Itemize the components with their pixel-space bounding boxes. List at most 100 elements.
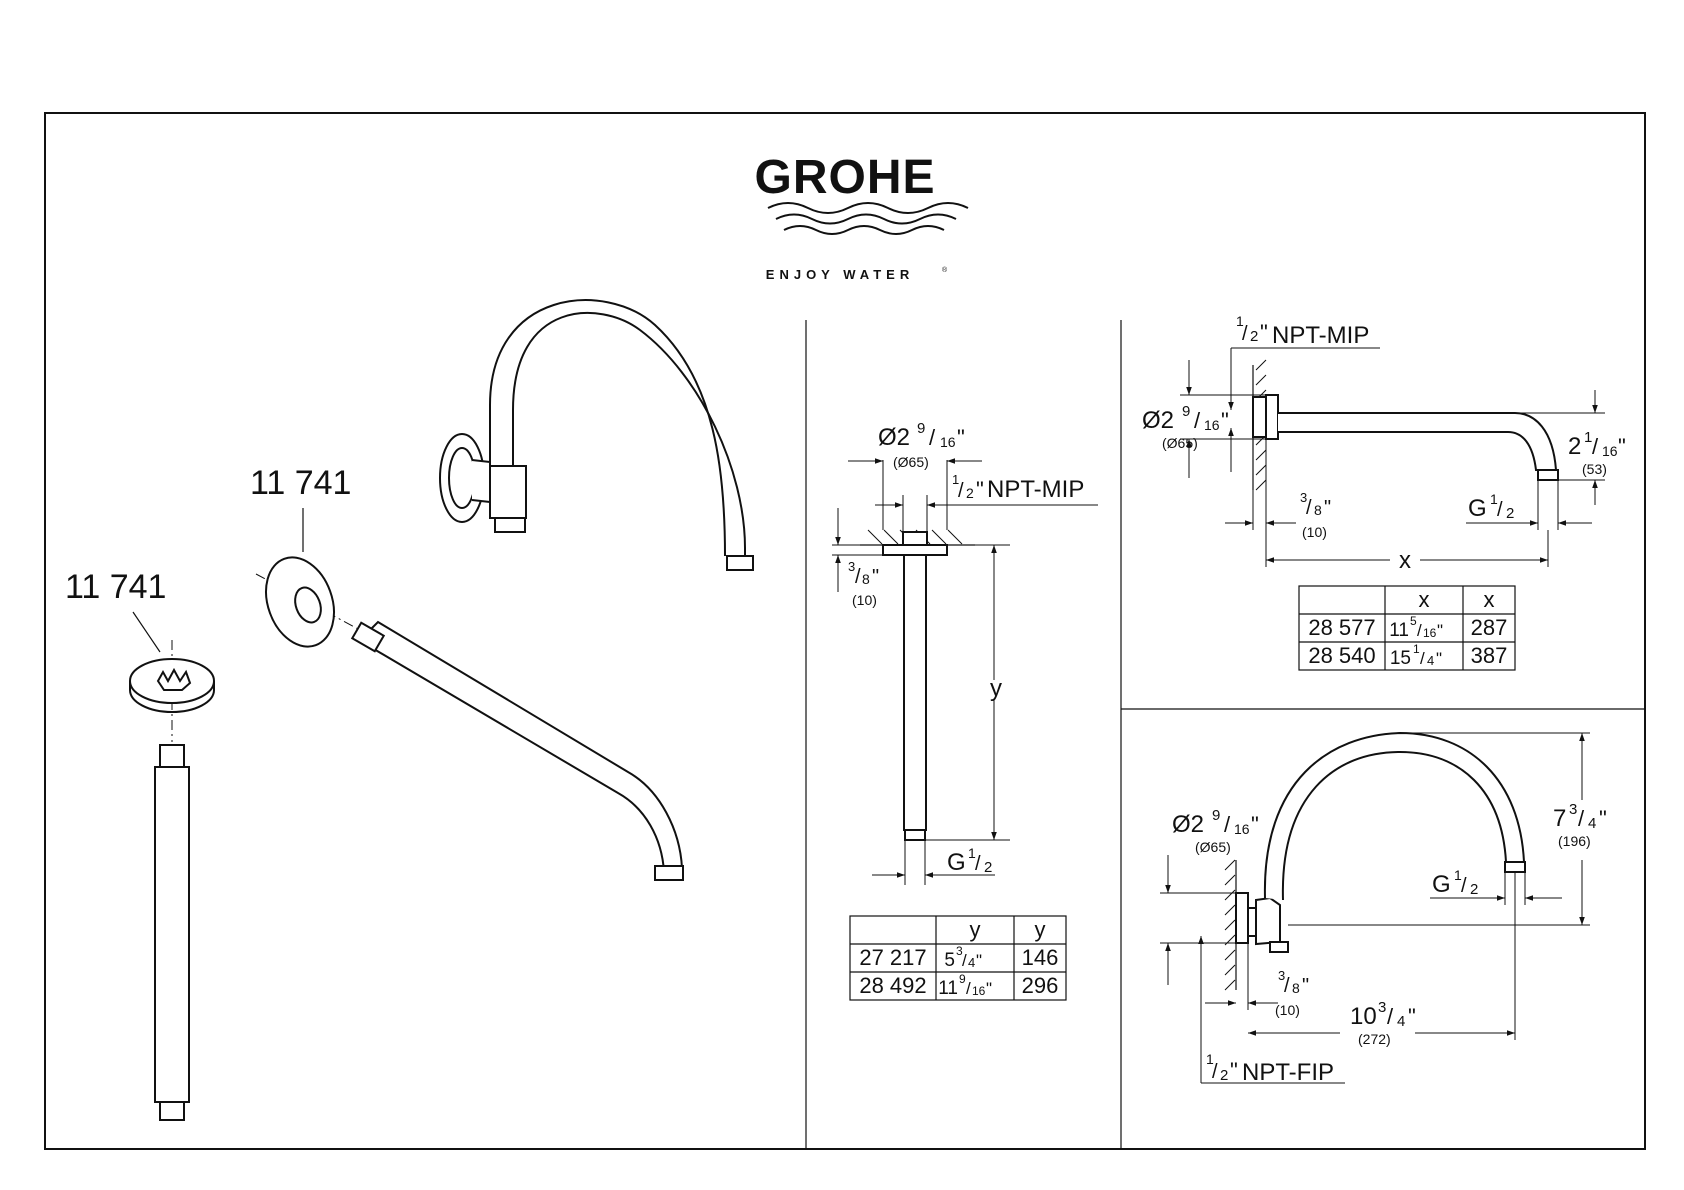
table-row-imperial-whole: 15 [1390,648,1411,669]
ceiling-thread-num: 1 [952,472,959,487]
wall-outlet-den: 2 [1506,505,1514,522]
wall-outlet-num: 1 [1490,491,1498,507]
ceiling-outlet-den: 2 [984,859,992,876]
registered-mark: ® [942,266,948,274]
ceiling-arm-pipe [903,554,927,831]
goose-height-dim-den: 4 [1588,815,1596,832]
gooseneck-outlet-thread [726,555,754,571]
gooseneck-arm-drawing: Ø2 9 / 16 " (Ø65) 7 3 / 4 " (196) G 1 / … [1160,731,1607,1086]
gooseneck-body [1255,896,1281,946]
ceiling-offset-metric: (10) [852,592,877,608]
table-row-imperial-num: 5 [1410,614,1417,628]
ceiling-outlet-prefix: G [947,849,966,876]
goose-outlet-num: 1 [1454,867,1462,883]
table-row-imperial-whole: 11 [1389,620,1409,641]
ceiling-arm-thread [902,531,928,546]
ceiling-flange-clips [156,667,192,691]
gooseneck-curve [1263,731,1526,901]
wall-offset-metric: (10) [1302,524,1327,540]
fraction-slash: / [1212,1061,1218,1083]
table-header-metric: y [1035,917,1046,942]
table-row-code: 27 217 [859,945,926,970]
fraction-slash: / [1387,1004,1394,1029]
wall-arm-table: x x 28 577 11 5 / 16 " 287 28 540 15 1 /… [1298,585,1516,671]
straight-arm-outlet-thread [654,865,684,881]
table-row-code: 28 577 [1308,615,1375,640]
table-row-code: 28 492 [859,973,926,998]
goose-reach-dim-unit: " [1408,1004,1416,1029]
table-row-imperial-whole: 11 [938,978,958,999]
goose-thread-den: 2 [1220,1067,1228,1084]
wall-flange-dim-metric: (Ø65) [1162,435,1198,451]
table-row-imperial-den: 16 [1423,626,1437,640]
wall-thread-num: 1 [1236,313,1244,329]
ceiling-length-label: y [990,675,1002,702]
fraction-slash: / [929,425,936,450]
ceiling-flange-dim-den: 16 [940,434,956,450]
goose-flange-dim-metric: (Ø65) [1195,839,1231,855]
ceiling-offset-den: 8 [862,571,870,587]
logo-wave-1 [767,202,969,214]
ceiling-thread-unit: " [976,477,984,502]
goose-reach-dim-num: 3 [1378,999,1386,1016]
table-row-imperial-num: 3 [956,944,963,958]
gooseneck-outlet [1504,861,1526,873]
fraction-slash: / [1242,323,1248,345]
wall-thread-unit: " [1260,320,1268,345]
table-row-imperial-den: 4 [968,955,975,970]
goose-thread-unit: " [1230,1058,1238,1083]
logo-wave-2 [775,213,957,225]
ceiling-flange-dim-num: 9 [917,420,925,437]
wall-flange-hole [294,586,322,624]
goose-reach-dim-whole: 10 [1350,1003,1377,1030]
table-row-imperial-unit: " [986,979,992,998]
fraction-slash: / [1417,621,1422,640]
ceiling-arm-flange [882,544,948,556]
wall-flange-dim-whole: Ø2 [1142,407,1174,434]
table-header-imperial: y [970,917,981,942]
table-header-metric: x [1484,587,1495,612]
table-row-imperial-num: 9 [959,972,966,986]
gooseneck-flange [1235,892,1249,944]
fraction-slash: / [1592,434,1599,459]
goose-thread-label: NPT-FIP [1242,1059,1334,1086]
table-row-imperial-den: 4 [1427,653,1434,668]
wall-arm-flange [1265,394,1279,440]
wall-outlet-prefix: G [1468,495,1487,522]
part-leader-ceiling-flange [132,611,161,653]
fraction-slash: / [1194,408,1201,433]
table-frame [849,915,1067,1001]
wall-drop-dim-metric: (53) [1582,461,1607,477]
ceiling-flange-dim-unit: " [957,425,965,450]
ceiling-thread-den: 2 [966,485,974,501]
wall-hatch [1224,859,1236,991]
wall-flange-dim-den: 16 [1204,417,1220,433]
wall-thread-den: 2 [1250,328,1258,345]
fraction-slash: / [1420,649,1425,668]
wall-flange-dim-unit: " [1221,408,1229,433]
ceiling-flange-dim-whole: Ø2 [878,424,910,451]
fraction-slash: / [1224,812,1231,837]
fraction-slash: / [975,853,981,875]
table-row-metric: 287 [1471,615,1508,640]
logo-wave-3 [783,225,945,235]
ceiling-pipe-bottom-thread [159,1101,185,1121]
gooseneck-inner-curve [489,299,726,557]
straight-arm-inlet-thread [350,621,386,653]
ceiling-arm-outlet [904,829,926,841]
ceiling-arm-drawing: Ø2 9 / 16 " (Ø65) 1 / 2 " NPT-MIP 3 / 8 … [832,420,1098,1001]
table-row-imperial-den: 16 [972,984,986,998]
wall-arm-thread [1252,396,1267,438]
wall-offset-den: 8 [1314,502,1322,518]
table-row-imperial-whole: 5 [944,950,955,971]
wall-arm-pipe [1278,412,1558,471]
fraction-slash: / [962,951,967,970]
ceiling-offset-num: 3 [848,559,855,574]
table-row-imperial-unit: " [1437,621,1443,640]
fraction-slash: / [1578,806,1585,831]
fraction-slash: / [966,979,971,998]
ceiling-thread-label: NPT-MIP [987,476,1084,503]
ceiling-arm-table: y y 27 217 5 3 / 4 " 146 28 492 11 9 / 1… [849,915,1067,1001]
goose-reach-dim-den: 4 [1397,1013,1405,1030]
